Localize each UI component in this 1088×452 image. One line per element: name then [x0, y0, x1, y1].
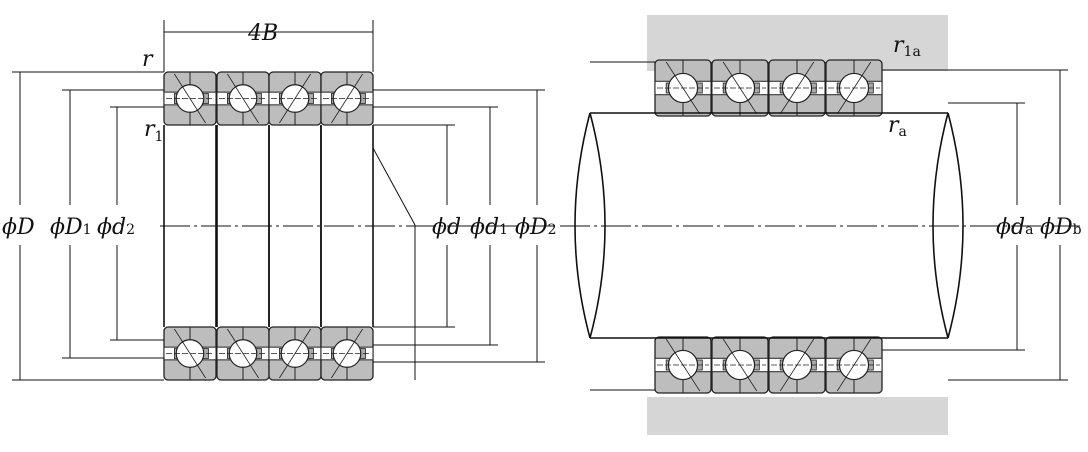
bearing-section: [654, 336, 712, 394]
bearing-section: [825, 59, 883, 117]
bearing-section: [268, 71, 322, 126]
dim-d: ϕd: [432, 215, 461, 240]
dim-da: ϕda: [996, 215, 1033, 240]
bearing-section: [163, 326, 217, 381]
bearing-section: [268, 326, 322, 381]
bearing-section: [825, 336, 883, 394]
bearing-section: [320, 71, 374, 126]
bearing-section: [216, 326, 270, 381]
dim-d1: ϕd1: [470, 215, 508, 240]
bearing-section: [711, 336, 769, 394]
ra-label: ra: [888, 113, 907, 140]
left-bearing-set: [163, 71, 374, 381]
dim-Db: ϕDb: [1040, 215, 1082, 240]
bearing-section: [163, 71, 217, 126]
housing-bottom: [647, 397, 948, 435]
r-label: r: [142, 47, 154, 72]
width-label: 4B: [247, 21, 278, 46]
left-dimension-lines: [12, 20, 555, 381]
dim-D2: ϕD2: [515, 215, 557, 240]
shaft: [560, 61, 1080, 391]
bearing-section: [711, 59, 769, 117]
bearing-section: [768, 59, 826, 117]
r1a-label: r1a: [893, 33, 921, 60]
r1-label: r1: [144, 117, 163, 145]
bearing-section: [216, 71, 270, 126]
bearing-section: [320, 326, 374, 381]
dim-d2: ϕd2: [97, 215, 135, 240]
dim-D1: ϕD1: [50, 215, 92, 240]
right-bearing-set: [654, 59, 883, 394]
bearing-section: [654, 59, 712, 117]
dim-D: ϕD: [2, 215, 35, 240]
bearing-section: [768, 336, 826, 394]
